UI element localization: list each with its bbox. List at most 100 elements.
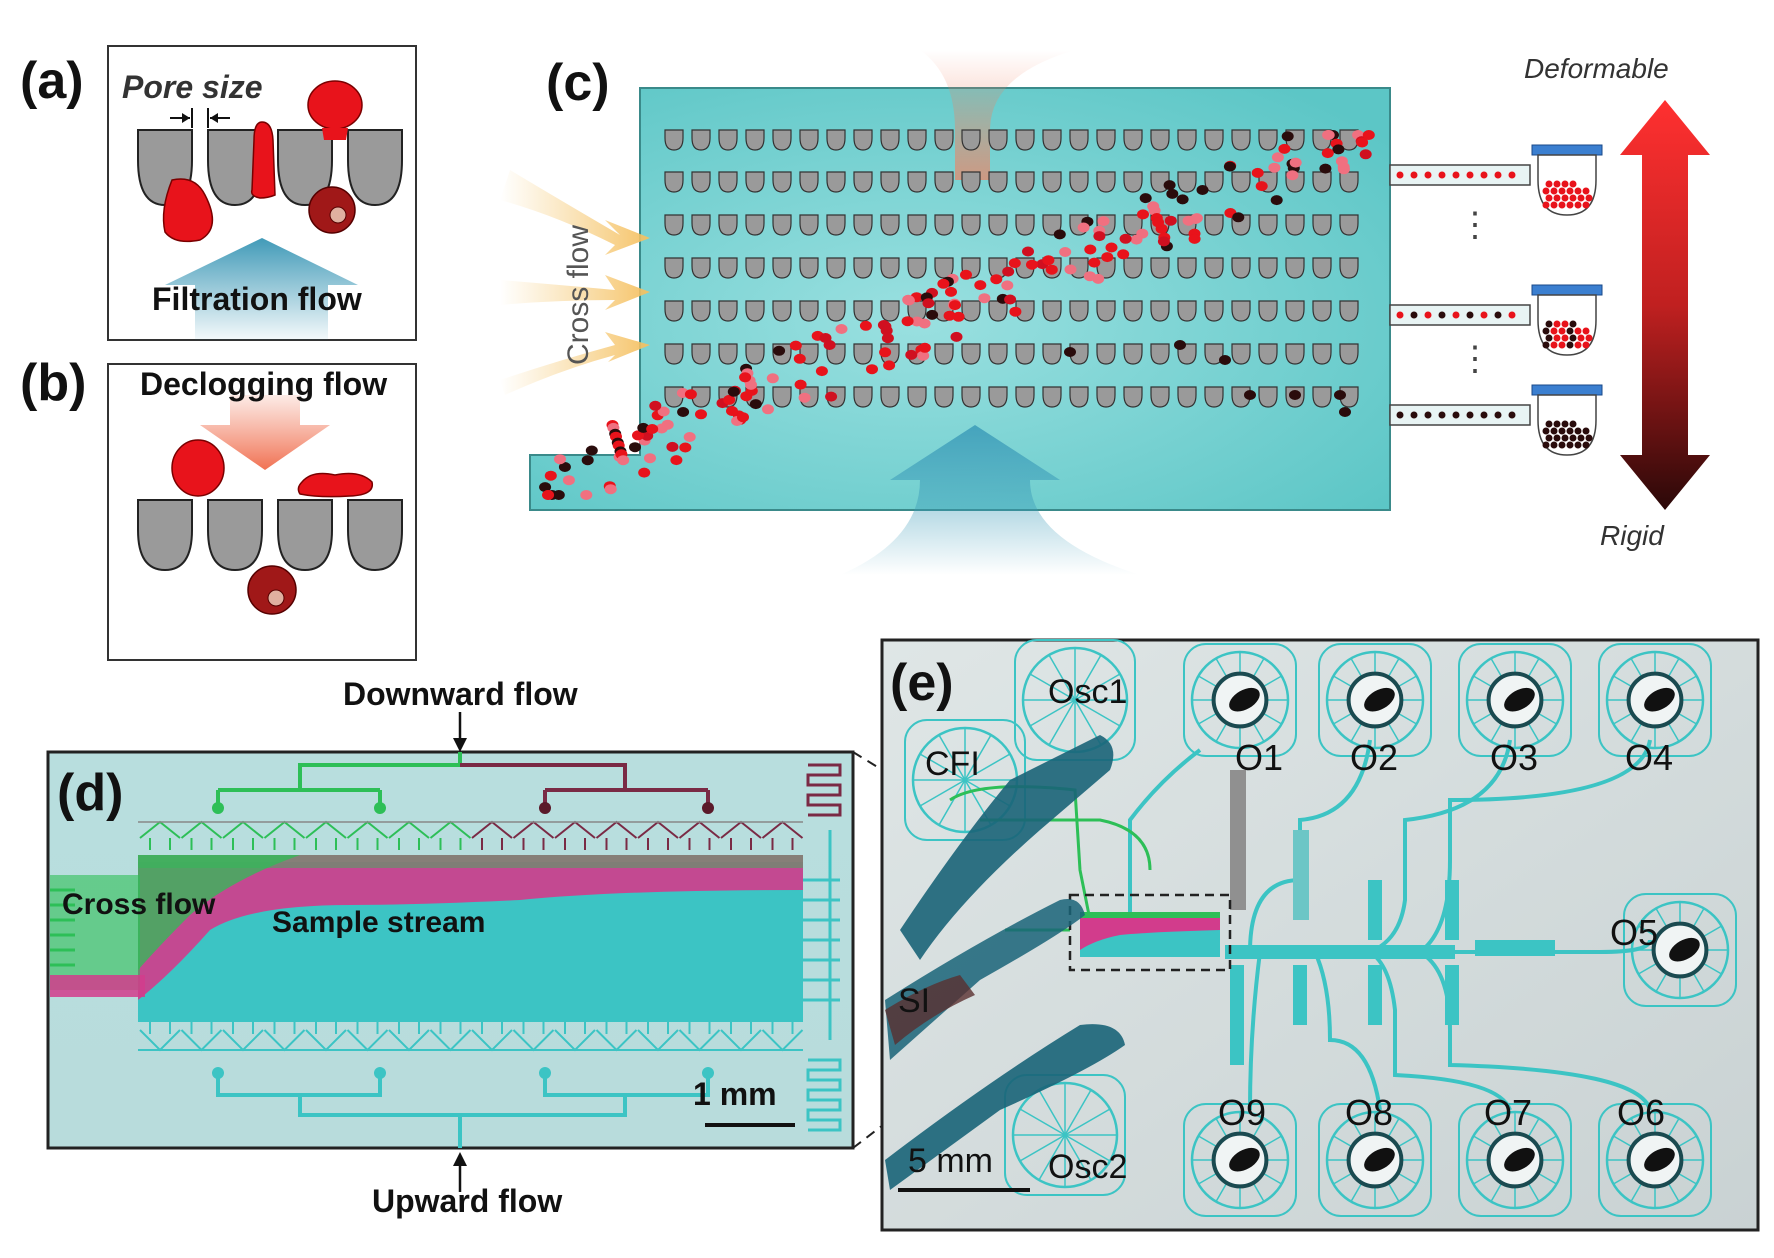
cfi-spoke — [938, 734, 966, 781]
outlet-cell — [1480, 411, 1488, 419]
cell — [679, 442, 692, 453]
pillar — [826, 129, 846, 151]
pillar — [1177, 257, 1197, 279]
pillar — [691, 129, 711, 151]
collector-cell — [1553, 180, 1561, 188]
cell — [1271, 152, 1284, 163]
pillar — [880, 300, 900, 322]
pillar — [853, 129, 873, 151]
pillar — [880, 214, 900, 236]
outlet-cell — [1438, 171, 1446, 179]
deformed-cell-a1 — [162, 178, 214, 243]
cell — [1176, 194, 1189, 205]
pillar — [1096, 386, 1116, 408]
pillar — [745, 257, 765, 279]
cell — [558, 462, 571, 472]
outlet-port-3-dark-fill — [1504, 687, 1535, 712]
cell — [1077, 222, 1090, 233]
pillar — [745, 343, 765, 365]
cfi-spoke — [919, 753, 966, 781]
pillar — [1150, 257, 1170, 279]
pillar — [1312, 386, 1332, 408]
deformable-label: Deformable — [1524, 53, 1669, 84]
cell — [666, 441, 679, 452]
osc1-spoke — [1029, 699, 1076, 727]
pillar — [1312, 214, 1332, 236]
collector-cell — [1582, 201, 1590, 209]
osc1-spoke — [1029, 673, 1076, 701]
cell — [1139, 193, 1152, 204]
pillar — [961, 343, 981, 365]
cell — [926, 309, 939, 320]
cell — [881, 333, 894, 344]
pillar — [1258, 300, 1278, 322]
outlet-cell — [1424, 311, 1432, 319]
outlet-cell — [1438, 411, 1446, 419]
collector-cell — [1569, 434, 1577, 442]
cfi-spoke — [938, 779, 966, 826]
top-branch-network — [138, 820, 804, 850]
pillar — [1312, 257, 1332, 279]
pillar-row-b — [137, 499, 403, 572]
cell — [978, 293, 991, 304]
pillar — [691, 386, 711, 408]
cell — [1255, 181, 1268, 192]
pillar — [799, 300, 819, 322]
collector-cell — [1545, 194, 1553, 202]
cell — [629, 442, 641, 453]
cell — [585, 445, 598, 456]
pillar — [718, 171, 738, 193]
label-o2: O2 — [1350, 737, 1398, 778]
pillar-grid-c — [664, 129, 1359, 408]
pillar — [1204, 129, 1224, 151]
panel-label-a: (a) — [20, 52, 84, 110]
pillar — [772, 386, 792, 408]
pillar — [718, 257, 738, 279]
pillar — [664, 257, 684, 279]
pillar — [718, 300, 738, 322]
cell — [1189, 214, 1202, 224]
pillar — [1177, 171, 1197, 193]
collector-cell — [1561, 434, 1569, 442]
outlet-cell — [1480, 311, 1488, 319]
pillar — [745, 214, 765, 236]
ellipsis-1: ⋮ — [1458, 206, 1492, 244]
cell — [562, 475, 575, 486]
outlet-cell — [1438, 311, 1446, 319]
pillar — [1339, 257, 1359, 279]
cell — [727, 386, 740, 397]
collector-cell — [1550, 187, 1558, 195]
pillar — [1285, 343, 1305, 365]
cell — [745, 379, 757, 390]
cell — [762, 404, 774, 415]
cell — [739, 372, 752, 383]
cell — [1289, 157, 1302, 168]
cell — [554, 454, 566, 465]
pillar — [1204, 343, 1224, 365]
collector-cell — [1574, 341, 1582, 349]
collector-cell — [1545, 434, 1553, 442]
cell — [1164, 215, 1177, 226]
collector-cell — [1582, 427, 1590, 435]
collector-cell — [1542, 341, 1550, 349]
cell — [918, 318, 931, 329]
pillar — [691, 300, 711, 322]
collector-cell — [1582, 341, 1590, 349]
cell — [1092, 273, 1105, 284]
osc1-spoke — [1074, 699, 1121, 727]
cell — [1319, 163, 1332, 174]
panel-label-b: (b) — [20, 354, 86, 412]
collector-cell — [1545, 320, 1553, 328]
collector-cell — [1545, 334, 1553, 342]
cell — [949, 300, 961, 311]
pillar — [799, 129, 819, 151]
cell — [901, 316, 914, 327]
pillar — [1069, 386, 1089, 408]
cell — [905, 349, 918, 360]
collector-cell — [1542, 427, 1550, 435]
pillar — [1123, 300, 1143, 322]
cell — [1119, 233, 1132, 244]
cell — [1359, 149, 1372, 160]
ellipsis-2: ⋮ — [1458, 340, 1492, 378]
pillar — [799, 257, 819, 279]
